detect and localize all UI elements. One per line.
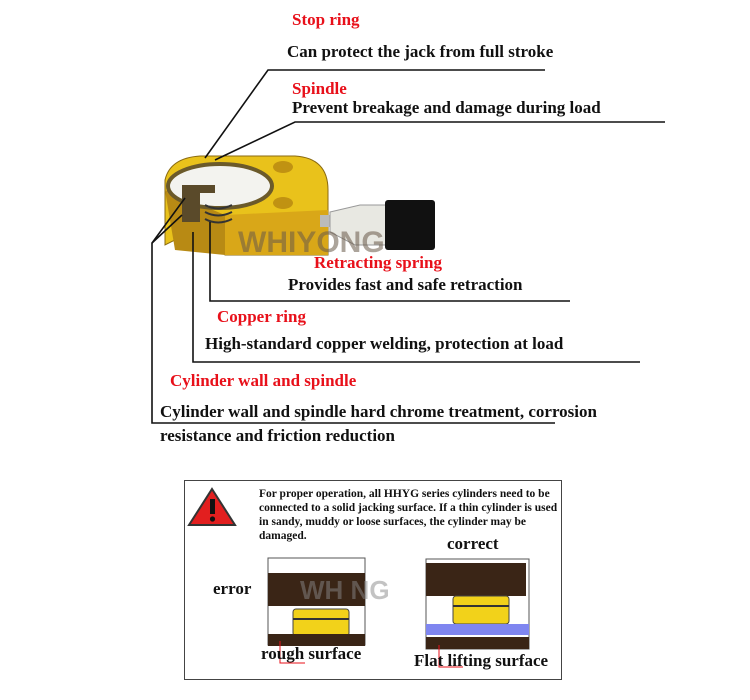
callout-desc-stop-ring: Can protect the jack from full stroke (287, 42, 554, 61)
callout-title-cylinder-wall: Cylinder wall and spindle (170, 371, 357, 390)
callout-title-copper-ring: Copper ring (217, 307, 306, 326)
watermark: WHIYONG (238, 226, 385, 259)
jack-illustration (164, 155, 435, 256)
warning-box: WH NG For proper operation, all HHYG ser… (184, 480, 562, 680)
error-illustration (267, 557, 366, 664)
warning-text: For proper operation, all HHYG series cy… (259, 488, 558, 542)
warning-graphics: WH NG (187, 487, 530, 668)
correct-caption: Flat lifting surface (414, 651, 549, 670)
correct-illustration (425, 558, 530, 668)
callout-desc-cylinder-wall-line1: Cylinder wall and spindle hard chrome tr… (160, 402, 597, 421)
callout-title-retracting-spring: Retracting spring (314, 253, 442, 272)
callout-desc-cylinder-wall-line2: resistance and friction reduction (160, 426, 395, 445)
error-label: error (213, 579, 252, 598)
callout-desc-retracting-spring: Provides fast and safe retraction (288, 275, 523, 294)
warning-triangle-icon (187, 487, 237, 526)
correct-label: correct (447, 534, 499, 553)
callout-desc-copper-ring: High-standard copper welding, protection… (205, 334, 564, 353)
callout-title-spindle: Spindle (292, 79, 347, 98)
callout-desc-spindle: Prevent breakage and damage during load (292, 98, 601, 117)
error-caption: rough surface (261, 644, 362, 663)
watermark-small: WH NG (300, 575, 390, 605)
callout-title-stop-ring: Stop ring (292, 10, 360, 29)
